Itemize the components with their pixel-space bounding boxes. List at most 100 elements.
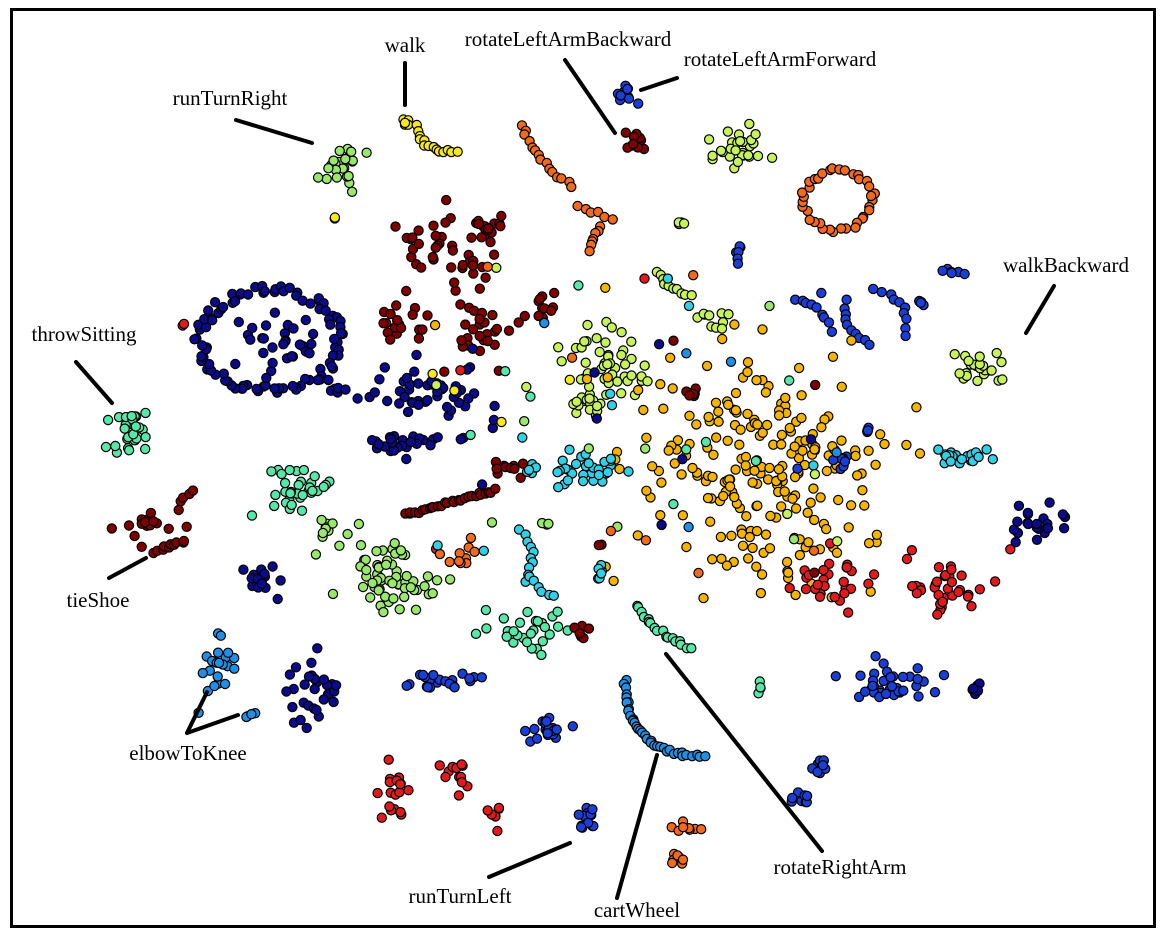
data-point (605, 525, 617, 537)
data-point (831, 447, 842, 458)
data-point (387, 578, 398, 589)
data-point (465, 429, 476, 441)
data-point (602, 372, 613, 383)
data-point (780, 392, 791, 404)
data-point (474, 313, 485, 325)
annotation-leader-line (185, 713, 240, 735)
data-point (309, 471, 320, 482)
data-point (564, 444, 575, 455)
data-point (340, 153, 351, 165)
data-point (751, 375, 762, 386)
data-point (779, 486, 790, 497)
data-point (487, 309, 498, 321)
data-point (460, 319, 471, 330)
data-point (548, 590, 560, 601)
data-point (871, 529, 883, 541)
data-point (868, 283, 879, 295)
data-point (307, 485, 318, 497)
data-point (804, 214, 815, 226)
data-point (382, 395, 393, 407)
data-point (823, 317, 835, 328)
data-point (704, 310, 715, 321)
data-point (328, 155, 339, 166)
data-point (898, 685, 909, 696)
data-point (310, 549, 322, 560)
data-point (742, 408, 753, 420)
data-point (360, 554, 371, 566)
data-point (796, 390, 807, 401)
data-point (705, 516, 716, 527)
data-point (716, 323, 728, 334)
data-point (864, 339, 875, 350)
data-point (906, 545, 918, 556)
data-point (287, 701, 298, 713)
data-point (481, 623, 492, 634)
data-point (428, 669, 439, 681)
data-point (757, 427, 768, 438)
data-point (541, 716, 552, 727)
data-points (100, 80, 1071, 869)
data-point (1058, 523, 1070, 534)
data-point (279, 477, 291, 489)
data-point (519, 416, 530, 427)
data-point (202, 305, 214, 316)
data-point (296, 505, 308, 516)
data-point (717, 333, 728, 345)
data-point (938, 669, 950, 681)
data-point (323, 374, 334, 386)
data-point (269, 307, 281, 318)
data-point (633, 98, 644, 109)
data-point (782, 508, 793, 520)
data-point (802, 507, 813, 518)
data-point (956, 570, 967, 581)
data-point (427, 251, 438, 263)
data-point (587, 804, 598, 815)
annotation-leader-line (639, 76, 679, 92)
data-point (1042, 523, 1054, 534)
annotation-label: elbowToKnee (129, 741, 247, 765)
data-point (821, 465, 833, 477)
data-point (681, 348, 692, 359)
data-point (521, 381, 532, 393)
data-point (395, 545, 407, 556)
annotation-label: throwSitting (31, 322, 137, 346)
data-point (945, 456, 957, 467)
data-point (413, 399, 424, 410)
data-point (456, 759, 467, 770)
data-point (658, 403, 669, 414)
data-point (446, 262, 457, 273)
annotation-leader-line (487, 841, 572, 879)
data-point (703, 411, 714, 423)
data-point (850, 450, 861, 462)
data-point (796, 412, 807, 424)
data-point (574, 628, 585, 639)
data-point (441, 401, 453, 413)
data-point (747, 542, 758, 554)
data-point (686, 643, 697, 654)
data-point (862, 425, 874, 436)
data-point (593, 539, 605, 551)
data-point (469, 546, 480, 558)
data-point (821, 523, 832, 535)
data-point (326, 361, 337, 372)
data-point (422, 682, 433, 693)
data-point (136, 541, 147, 553)
data-point (395, 806, 406, 818)
data-point (329, 212, 341, 223)
data-point (787, 792, 798, 804)
data-point (700, 436, 712, 448)
data-point (794, 549, 806, 561)
data-point (608, 575, 619, 587)
data-point (619, 359, 631, 370)
data-point (852, 470, 863, 481)
data-point (602, 467, 614, 478)
data-point (384, 801, 395, 812)
data-point (729, 319, 740, 330)
data-point (372, 787, 383, 799)
data-point (723, 309, 734, 320)
data-point (300, 314, 311, 326)
data-point (389, 538, 400, 549)
data-point (431, 379, 442, 391)
data-point (564, 374, 576, 385)
data-point (760, 387, 772, 398)
